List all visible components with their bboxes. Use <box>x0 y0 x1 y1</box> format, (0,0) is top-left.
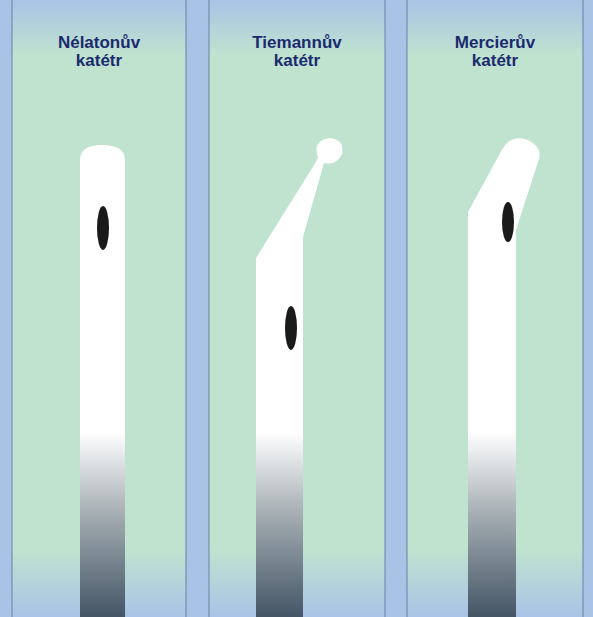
catheter-panel: Nélatonův katétr <box>12 0 186 617</box>
catheter-name: Nélatonův katétr <box>44 34 154 70</box>
panel-ground <box>407 0 583 617</box>
catheter-name: Tiemannův katétr <box>242 34 352 70</box>
catheter-panel: Mercierův katétr <box>407 0 583 617</box>
mercier-catheter <box>468 138 540 617</box>
panel-ground <box>209 0 385 617</box>
tiemann-catheter <box>256 138 343 617</box>
nelaton-catheter <box>80 145 125 617</box>
catheter-name: Mercierův katétr <box>440 34 550 70</box>
catheter-panel: Tiemannův katétr <box>209 0 385 617</box>
panel-ground <box>12 0 186 617</box>
